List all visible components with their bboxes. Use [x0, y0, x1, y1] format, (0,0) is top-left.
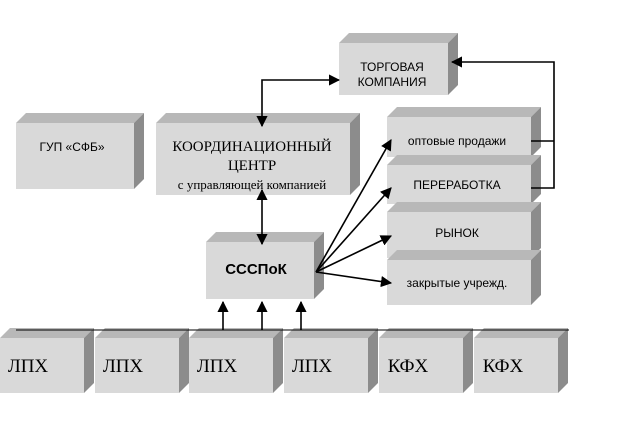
coord-label-line3: с управляющей компанией	[178, 177, 326, 192]
arrow-sssp-market	[315, 235, 393, 273]
closed-box	[387, 250, 541, 305]
box-top-face	[387, 155, 541, 165]
box-front-face	[387, 117, 531, 157]
box-side-face	[84, 328, 94, 393]
coord-label-line1: КООРДИНАЦИОННЫЙ	[172, 138, 331, 155]
arrow-sssp-processing	[315, 187, 392, 273]
bottom-box-4	[284, 328, 378, 393]
box-front-face	[189, 338, 273, 393]
trade-label-line2: КОМПАНИЯ	[358, 75, 427, 89]
box-top-face	[387, 250, 541, 260]
wholesale-box	[387, 107, 541, 157]
box-top-face	[387, 202, 541, 212]
coord-label-line2: ЦЕНТР	[228, 158, 276, 174]
bottom-label-2: ЛПХ	[103, 356, 144, 377]
box-top-face	[206, 232, 324, 242]
processing-box	[387, 155, 541, 204]
bottom-box-5	[379, 328, 473, 393]
box-side-face	[179, 328, 189, 393]
box-top-face	[339, 33, 458, 43]
gup-label: ГУП «СФБ»	[39, 140, 104, 154]
labels: ГУП «СФБ» КООРДИНАЦИОННЫЙ ЦЕНТР с управл…	[8, 60, 524, 377]
bottom-box-3	[189, 328, 283, 393]
arrow-coord-trade	[256, 74, 341, 128]
coord-box	[156, 113, 360, 195]
bottom-label-3: ЛПХ	[197, 356, 238, 377]
bottom-label-6: КФХ	[483, 356, 524, 377]
box-side-face	[531, 202, 541, 258]
box-front-face	[474, 338, 558, 393]
box-front-face	[16, 123, 134, 189]
connectors	[16, 56, 569, 331]
box-front-face	[156, 123, 350, 195]
closed-label: закрытые учрежд.	[407, 276, 508, 290]
gup-box	[16, 113, 144, 189]
arrow-sssp-wholesale	[315, 139, 392, 273]
box-front-face	[95, 338, 179, 393]
box-side-face	[368, 328, 378, 393]
bottom-label-4: ЛПХ	[292, 356, 333, 377]
box-side-face	[273, 328, 283, 393]
trade-box	[339, 33, 458, 95]
market-label: РЫНОК	[435, 226, 479, 240]
box-side-face	[448, 33, 458, 95]
box-front-face	[387, 165, 531, 204]
arrow-sssp-closed	[315, 271, 393, 288]
box-front-face	[339, 43, 448, 95]
box-side-face	[350, 113, 360, 195]
box-front-face	[387, 260, 531, 305]
processing-label: ПЕРЕРАБОТКА	[413, 178, 500, 192]
box-side-face	[134, 113, 144, 189]
box-side-face	[558, 328, 568, 393]
box-side-face	[531, 155, 541, 204]
sssp-label: СССПоК	[225, 261, 287, 278]
loop-processing	[450, 56, 555, 189]
bottom-label-5: КФХ	[388, 356, 429, 377]
box-side-face	[531, 107, 541, 157]
box-top-face	[16, 113, 144, 123]
bottom-label-1: ЛПХ	[8, 356, 49, 377]
bottom-box-6	[474, 328, 568, 393]
box-top-face	[156, 113, 360, 123]
box-front-face	[284, 338, 368, 393]
sssp-box	[206, 232, 324, 299]
box-top-face	[387, 107, 541, 117]
diagram-boxes	[0, 33, 568, 393]
box-front-face	[379, 338, 463, 393]
wholesale-label: оптовые продажи	[408, 134, 506, 148]
box-front-face	[206, 242, 314, 299]
box-front-face	[0, 338, 84, 393]
box-side-face	[463, 328, 473, 393]
trade-label-line1: ТОРГОВАЯ	[360, 60, 424, 74]
box-side-face	[531, 250, 541, 305]
